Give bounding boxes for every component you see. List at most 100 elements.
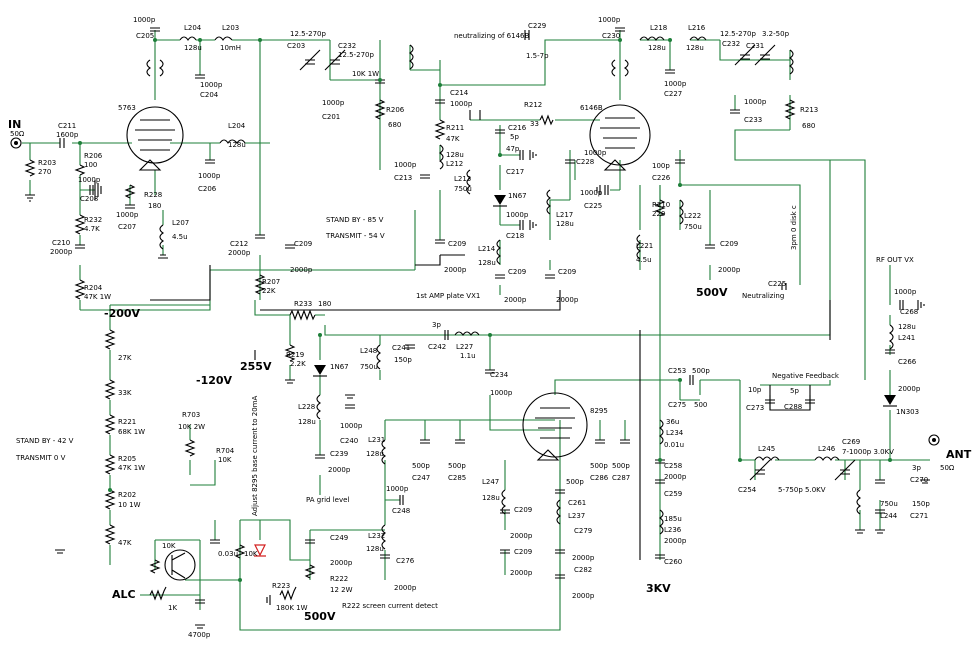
r221-label: R221 <box>118 418 136 426</box>
c201-label: C201 <box>322 113 340 121</box>
r233-label: R233 <box>294 300 312 308</box>
tube-6146b <box>589 104 651 171</box>
label-minus120v: -120V <box>196 374 233 387</box>
c205-value: 1000p <box>133 16 156 24</box>
l227-label: L227 <box>456 343 473 351</box>
c261-label: C261 <box>568 499 586 507</box>
r210-value: 220 <box>652 210 665 218</box>
c273-value: 10p <box>748 386 762 394</box>
c275-label: C275 <box>668 401 686 409</box>
label-standby-42v: STAND BY - 42 V <box>16 437 74 445</box>
tube-5763-label: 5763 <box>118 104 136 112</box>
l216-value: 128u <box>686 44 704 52</box>
l228-label: L228 <box>298 403 315 411</box>
c240-value: 1000p <box>340 422 363 430</box>
l221-value: 4.5u <box>636 256 652 264</box>
c210-label: C210 <box>52 239 70 247</box>
diode-1n303-label: 1N303 <box>896 408 919 416</box>
c249-label: C249 <box>330 534 348 542</box>
l228-value: 128u <box>298 418 316 426</box>
c276-label: C276 <box>396 557 415 565</box>
r232-value: 4.7K <box>84 225 100 233</box>
l217-value: 128u <box>556 220 574 228</box>
c211-label: C211 <box>58 122 76 130</box>
r704-value: 10K <box>218 456 232 464</box>
r213-value: 680 <box>802 122 815 130</box>
r-33k: 33K <box>118 389 132 397</box>
capacitors <box>59 27 904 604</box>
l204a-label: L204 <box>184 24 202 32</box>
r-10k-b: 10K <box>244 550 258 558</box>
c261-value: 500p <box>566 478 584 486</box>
c209e-label: C209 <box>720 240 738 248</box>
l204a-value: 128u <box>184 44 202 52</box>
c213-label: C213 <box>394 174 412 182</box>
c217-value: 47p <box>506 145 520 153</box>
c258-value: 0.01u <box>664 441 684 449</box>
c229-value: 1.5-7p <box>526 52 549 60</box>
c209g-value: 2000p <box>510 532 533 540</box>
ground-symbols <box>25 150 930 629</box>
c260-label: C260 <box>664 558 682 566</box>
label-alc: ALC <box>112 588 136 601</box>
label-standby-85v: STAND BY - 85 V <box>326 216 384 224</box>
c-4700p: 4700p <box>188 631 211 639</box>
c210-value: 2000p <box>50 248 73 256</box>
l244-value: 750u <box>880 500 898 508</box>
l241-label: L241 <box>898 334 915 342</box>
c248-value: 1000p <box>386 485 409 493</box>
r-1k: 1K <box>168 604 177 612</box>
label-500v-a: 500V <box>696 286 728 299</box>
r207-label: R207 <box>262 278 280 286</box>
c214-label: C214 <box>450 89 469 97</box>
l216-label: L216 <box>688 24 706 32</box>
r221-value: 68K 1W <box>118 428 145 436</box>
r210-label: R210 <box>652 201 670 209</box>
c239-value: 2000p <box>328 466 351 474</box>
c270-label: C270 <box>910 476 928 484</box>
r211-value: 47K <box>446 135 460 143</box>
r223-value: 180K 1W <box>276 604 308 612</box>
labels: IN 50Ω ANT 50Ω -200V -120V 255V 500V 500… <box>8 16 972 639</box>
c232b-value: 12.5-270p <box>720 30 756 38</box>
c234-value: 1000p <box>490 389 513 397</box>
r232-label: R232 <box>84 216 102 224</box>
r223-label: R223 <box>272 582 290 590</box>
r211-label: R211 <box>446 124 464 132</box>
c217-label: C217 <box>506 168 524 176</box>
r228-value: 180 <box>148 202 161 210</box>
c218-value: 1000p <box>506 211 529 219</box>
c209a-label: C209 <box>294 240 312 248</box>
r206-value: 100 <box>84 161 97 169</box>
c241-value: 150p <box>394 356 412 364</box>
r212-value: 33 <box>530 120 539 128</box>
c285-value: 500p <box>448 462 466 470</box>
r204-label: R204 <box>84 284 103 292</box>
l244-label: L244 <box>880 512 898 520</box>
r-47k: 47K <box>118 539 132 547</box>
r213-label: R213 <box>800 106 818 114</box>
l248-value: 750u <box>360 363 378 371</box>
c288-value: 5p <box>790 387 799 395</box>
c270-value: 3p <box>912 464 921 472</box>
l217-label: L217 <box>556 211 573 219</box>
c268-label: C268 <box>900 308 918 316</box>
variable-capacitors <box>299 30 856 481</box>
r703-value: 10K 2W <box>178 423 205 431</box>
c230-value: 1000p <box>598 16 621 24</box>
tube-6146b-label: 6146B <box>580 104 603 112</box>
c208-value: 1000p <box>78 176 101 184</box>
bias-wiring <box>150 254 831 560</box>
c209b-label: C209 <box>448 240 466 248</box>
r219-value: 2.2K <box>290 360 306 368</box>
label-transmit-0v: TRANSMIT 0 V <box>15 454 66 462</box>
l212-value: 128u <box>446 151 464 159</box>
c232a-label: C232 <box>338 42 356 50</box>
c209c-value: 2000p <box>504 296 527 304</box>
label-transmit-54v: TRANSMIT - 54 V <box>325 232 385 240</box>
c286-value: 500p <box>590 462 608 470</box>
l222-value: 750u <box>684 223 702 231</box>
r206-label: R206 <box>84 152 103 160</box>
c242-label: C242 <box>428 343 446 351</box>
